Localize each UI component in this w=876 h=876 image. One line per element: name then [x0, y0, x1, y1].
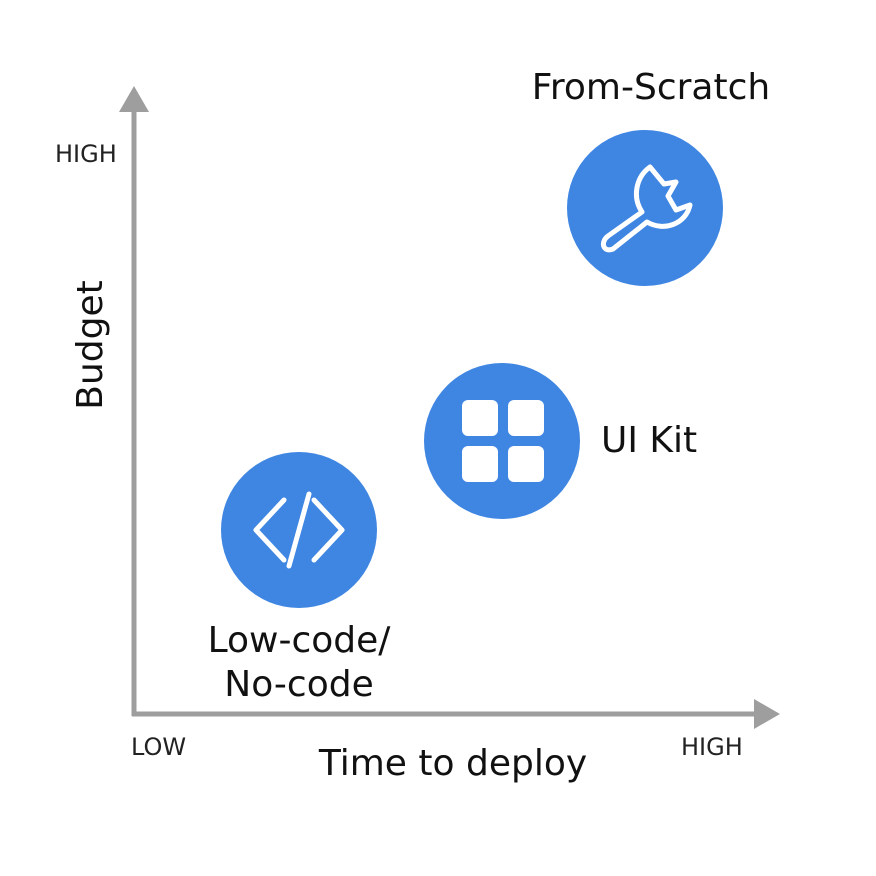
- x-axis-title: Time to deploy: [318, 743, 587, 784]
- node-low-code: Low-code/ No-code: [208, 452, 392, 705]
- node-label-from-scratch: From-Scratch: [532, 67, 770, 108]
- grid-icon: [462, 400, 544, 482]
- node-label-low-code-line-1: Low-code/: [208, 620, 392, 661]
- x-axis-arrowhead: [754, 699, 780, 729]
- node-ui-kit: UI Kit: [424, 363, 697, 519]
- wrench-icon: [600, 164, 693, 253]
- node-label-low-code-line-2: No-code: [224, 664, 373, 705]
- y-axis-title: Budget: [70, 280, 111, 409]
- node-circle-ui-kit: [424, 363, 580, 519]
- node-circle-from-scratch: [567, 130, 723, 286]
- x-axis-high-label: HIGH: [681, 733, 743, 761]
- y-axis-high-label: HIGH: [55, 140, 117, 168]
- node-from-scratch: From-Scratch: [532, 67, 770, 286]
- y-axis-arrowhead: [119, 86, 149, 112]
- code-brackets-icon: [253, 491, 345, 569]
- x-axis-low-label: LOW: [131, 733, 186, 761]
- node-label-ui-kit: UI Kit: [601, 420, 697, 461]
